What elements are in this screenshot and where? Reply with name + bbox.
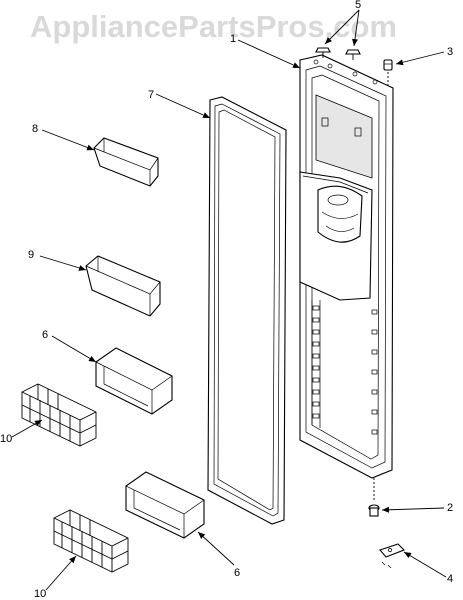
callout-bin-top: 8 xyxy=(32,123,38,135)
door-bin-medium xyxy=(85,255,161,317)
callout-rack-lower: 10 xyxy=(34,588,46,600)
wire-rack-lower xyxy=(53,509,129,573)
callout-bottom-bracket: 4 xyxy=(447,573,453,585)
bottom-hinge-bracket xyxy=(379,543,405,569)
callout-lower-hinge: 2 xyxy=(447,502,453,514)
freezer-door xyxy=(299,54,394,479)
top-screws xyxy=(315,47,361,60)
callout-bin-mid: 9 xyxy=(28,249,34,261)
door-bin-small xyxy=(93,137,159,187)
callout-labels: 1 5 3 7 8 9 6 10 2 6 4 10 xyxy=(0,0,453,600)
door-shelf-lower xyxy=(125,471,205,539)
door-rack-slots xyxy=(312,305,378,435)
hinge-cap xyxy=(383,59,393,71)
callout-gasket: 7 xyxy=(148,89,154,101)
callout-shelf-lower: 6 xyxy=(42,329,48,341)
callout-cap: 3 xyxy=(447,46,453,58)
callout-shelf-bottom: 6 xyxy=(234,567,240,579)
callout-top-screws: 5 xyxy=(355,0,361,11)
door-gasket xyxy=(207,96,287,525)
callout-door: 1 xyxy=(230,33,236,45)
lower-hinge-bushing xyxy=(368,504,380,517)
door-shelf-upper xyxy=(95,347,173,415)
wire-rack-upper xyxy=(21,383,97,447)
watermark-logo: AppliancePartsPros.com xyxy=(30,9,397,44)
callout-rack-upper: 10 xyxy=(0,433,12,445)
leader-lines xyxy=(11,9,447,591)
